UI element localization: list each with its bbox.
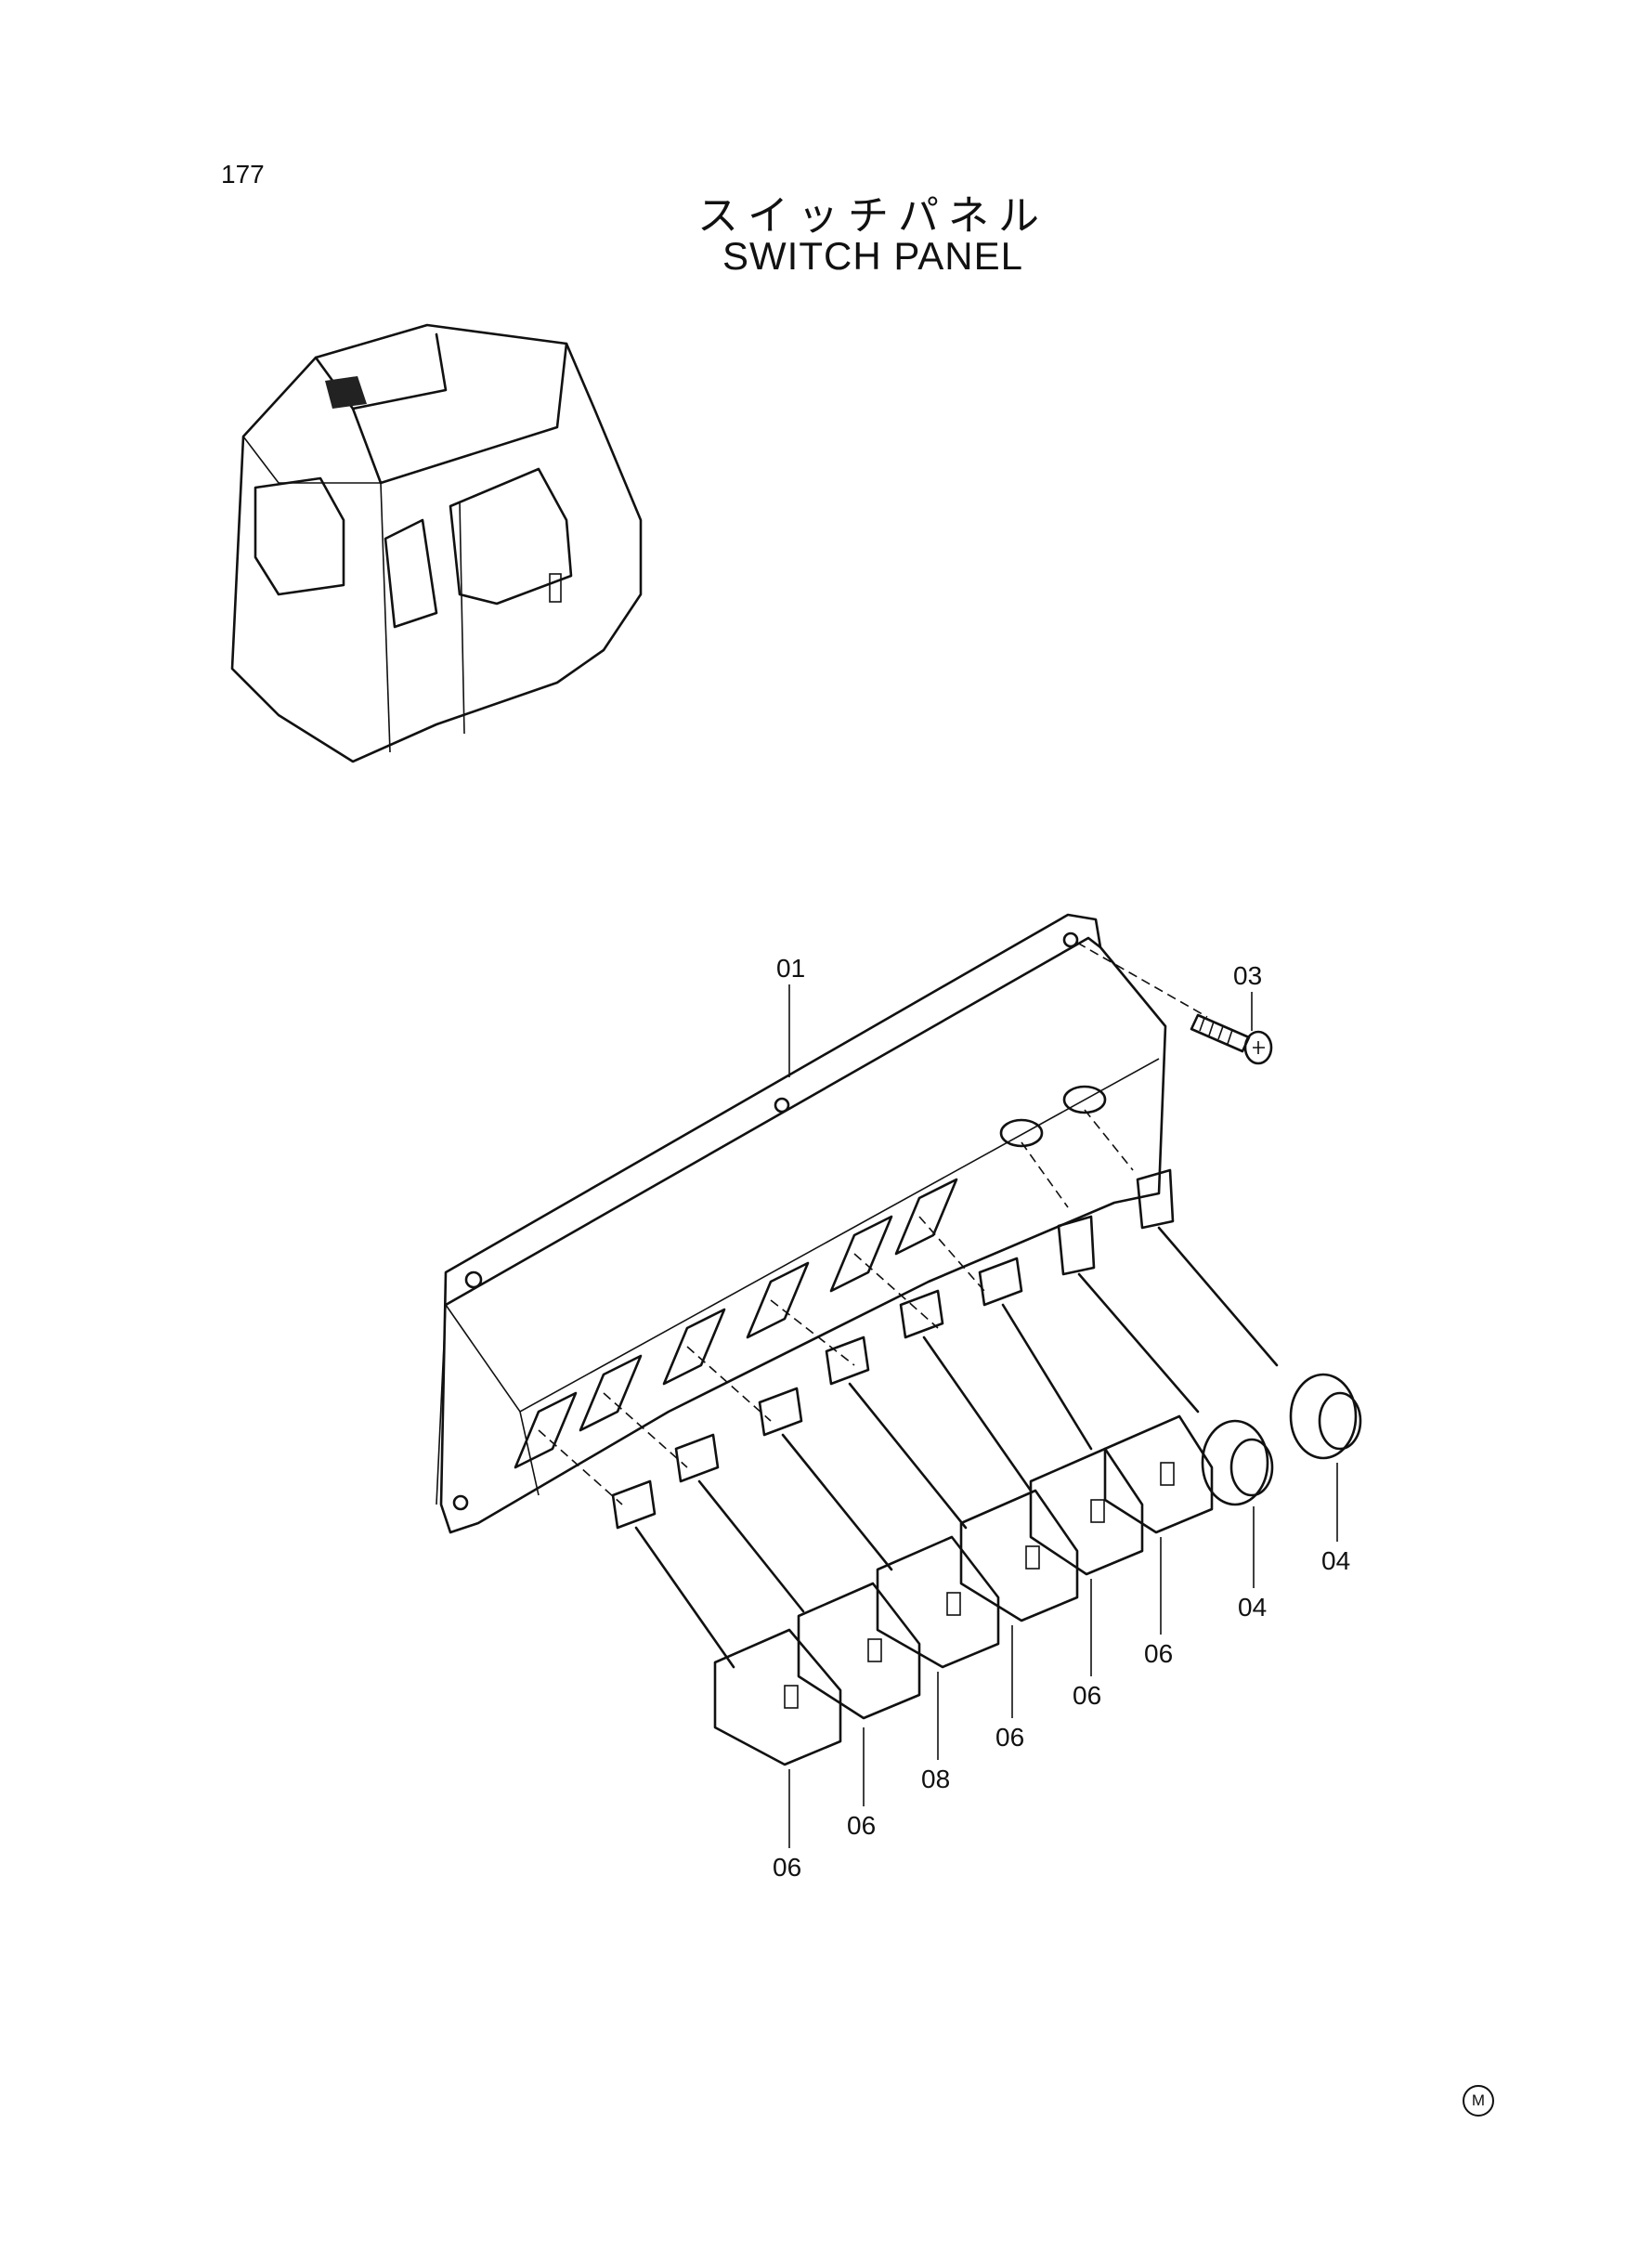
connector-harnesses <box>611 1168 1279 1669</box>
title-japanese: スイッチパネル <box>697 192 1048 240</box>
round-switches <box>1201 1373 1362 1506</box>
callout-04-left: 04 <box>1238 1593 1267 1622</box>
cab-overview-sketch <box>230 323 643 763</box>
callout-06-e: 06 <box>1144 1639 1173 1668</box>
callout-06-d: 06 <box>1073 1681 1101 1710</box>
callout-06-a: 06 <box>773 1853 801 1882</box>
switch-panel-location-marker <box>325 376 367 409</box>
rocker-switches <box>713 1414 1214 1766</box>
callout-01: 01 <box>776 954 805 983</box>
callout-08: 08 <box>921 1765 950 1793</box>
callout-06-b: 06 <box>847 1811 876 1840</box>
installation-guide-lines <box>538 1109 1134 1505</box>
title-english: SWITCH PANEL <box>722 234 1023 278</box>
callout-04-right: 04 <box>1321 1546 1350 1575</box>
switch-panel-bracket <box>436 913 1167 1534</box>
registered-mark: M <box>1463 2085 1494 2117</box>
callout-labels: 01 03 04 04 06 06 06 06 06 08 <box>773 954 1350 1882</box>
page-number: 177 <box>221 160 265 189</box>
callout-06-c: 06 <box>995 1723 1024 1752</box>
callout-leaders <box>788 984 1338 1848</box>
screw-03 <box>1076 942 1273 1065</box>
callout-03: 03 <box>1233 961 1262 990</box>
